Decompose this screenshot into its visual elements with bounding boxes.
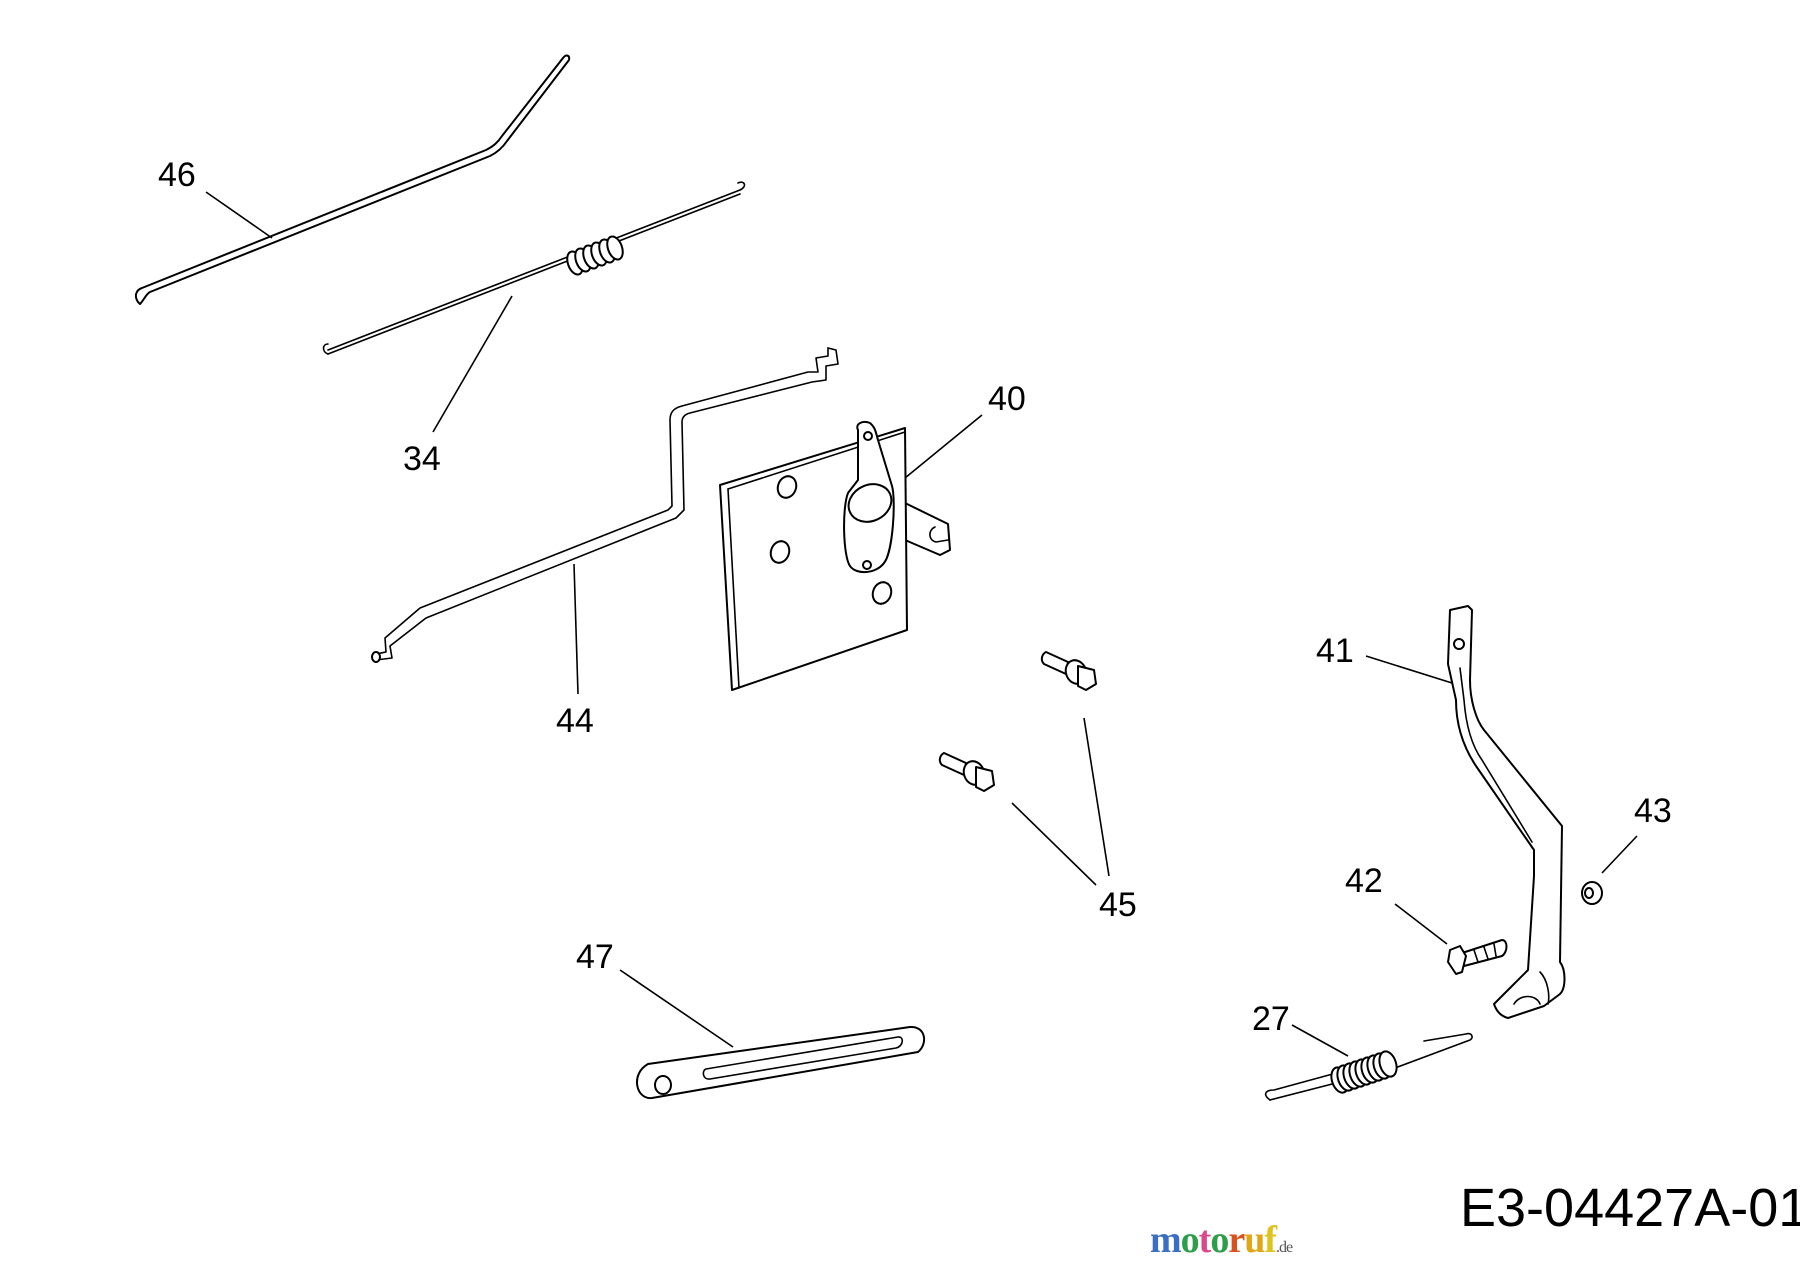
leader-line-40: [904, 414, 983, 479]
leader-line-42: [1394, 903, 1448, 945]
lever-41[interactable]: [1447, 605, 1566, 1019]
watermark-letter: m: [1150, 1219, 1182, 1261]
leader-line-44: [573, 563, 579, 695]
watermark-suffix: .de: [1275, 1239, 1293, 1256]
callout-42: 42: [1345, 862, 1383, 900]
callout-45: 45: [1099, 886, 1137, 924]
callout-41: 41: [1316, 632, 1354, 670]
callout-44: 44: [556, 702, 594, 740]
callout-43: 43: [1634, 792, 1672, 830]
callout-47: 47: [576, 938, 614, 976]
link-rod-44[interactable]: [371, 347, 839, 663]
slotted-arm-47[interactable]: [636, 1025, 926, 1100]
leader-line-45b: [1083, 717, 1110, 877]
control-plate-40[interactable]: [719, 420, 951, 691]
leader-line-45a: [1011, 802, 1097, 886]
leader-line-27: [1291, 1024, 1349, 1057]
screw-icon: [938, 752, 995, 792]
screw-icon: [1040, 651, 1097, 691]
watermark-logo: motoruf.de: [1150, 1218, 1293, 1262]
spring-27[interactable]: [1264, 1032, 1473, 1101]
rod-46[interactable]: [134, 54, 571, 305]
watermark-letter: f: [1264, 1219, 1277, 1261]
callout-27: 27: [1252, 1000, 1290, 1038]
spring-rod-34[interactable]: [322, 181, 746, 355]
watermark-letter: u: [1244, 1219, 1265, 1261]
callout-46: 46: [158, 156, 196, 194]
leader-line-47: [619, 969, 734, 1048]
watermark-letter: o: [1180, 1219, 1200, 1261]
bolt-42[interactable]: [1447, 939, 1508, 975]
spring-coil-icon: [566, 235, 624, 276]
drawing-id: E3-04427A-01: [1460, 1178, 1800, 1238]
watermark-letter: o: [1210, 1219, 1229, 1261]
nut-43[interactable]: [1581, 881, 1603, 905]
spring-coil-icon: [1330, 1050, 1398, 1094]
screws-45[interactable]: [938, 651, 1097, 792]
leader-line-34: [432, 295, 513, 433]
callout-34: 34: [403, 440, 441, 478]
leader-line-41: [1365, 655, 1453, 684]
callout-40: 40: [988, 380, 1026, 418]
watermark-letter: r: [1228, 1219, 1245, 1261]
leader-line-43: [1601, 835, 1638, 874]
watermark-letter: t: [1198, 1219, 1212, 1261]
leader-line-46: [205, 191, 273, 239]
